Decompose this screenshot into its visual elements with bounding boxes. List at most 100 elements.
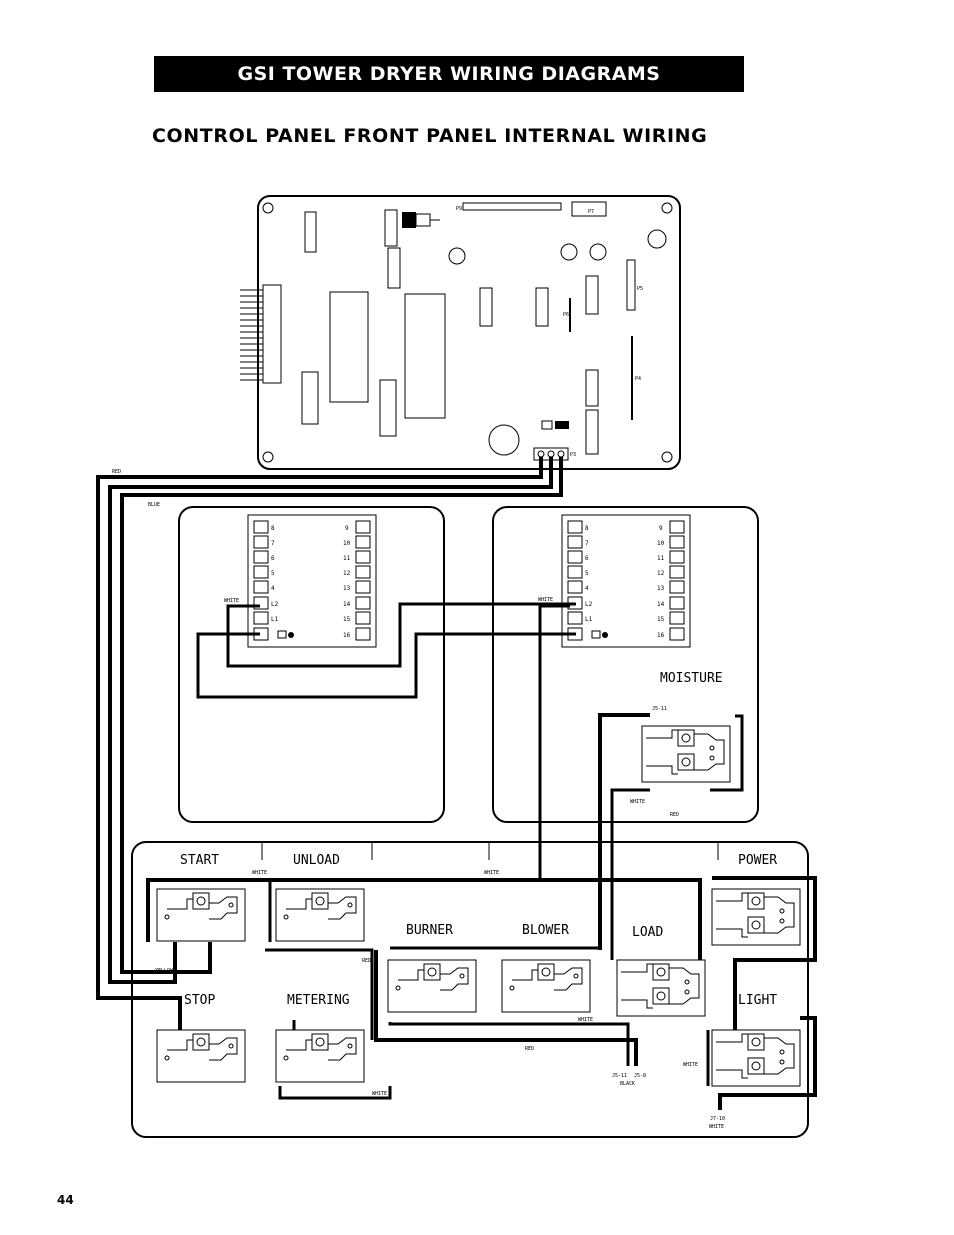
wire-label-white: WHITE (538, 597, 553, 603)
chip (301, 371, 319, 425)
wire-label-white: WHITE (630, 799, 645, 805)
wire-label-red: RED (112, 469, 121, 475)
terminal-4: 4 (585, 585, 589, 592)
chip (387, 247, 401, 289)
connector-label-p7: P7 (588, 209, 594, 215)
relay (402, 212, 416, 228)
terminal-strip-left: 8 7 6 5 4 L2 L1 9 10 11 12 13 14 15 16 (247, 514, 377, 648)
terminal-13: 13 (343, 585, 351, 592)
diagram-title: CONTROL PANEL FRONT PANEL INTERNAL WIRIN… (152, 125, 708, 147)
left-control-enclosure (178, 506, 445, 823)
terminal-11: 11 (657, 555, 665, 562)
terminal-16: 16 (343, 632, 351, 639)
battery (488, 424, 520, 456)
microcontroller-chip (329, 291, 369, 403)
wire-label-red: RED (362, 958, 371, 964)
wire-label-white: WHITE (224, 598, 239, 604)
wire-label-blue: BLUE (148, 502, 160, 508)
terminal-14: 14 (343, 601, 351, 608)
light-module (711, 1029, 801, 1087)
mounting-hole (262, 202, 274, 214)
edge-connector (262, 284, 282, 384)
terminal-6: 6 (271, 555, 275, 562)
light-label: LIGHT (738, 993, 777, 1008)
mounting-hole (661, 451, 673, 463)
terminal-4: 4 (271, 585, 275, 592)
potentiometer (560, 243, 578, 261)
terminal-7: 7 (271, 540, 275, 547)
terminal-13: 13 (657, 585, 665, 592)
wire-label-yellow: YELLOW (155, 968, 174, 974)
terminal-15: 15 (657, 616, 665, 623)
terminal-11: 11 (343, 555, 351, 562)
terminal-9: 9 (659, 525, 663, 532)
buzzer (647, 229, 667, 249)
mounting-hole (262, 451, 274, 463)
terminal-12: 12 (343, 570, 351, 577)
connector-label-p3: P3 (570, 452, 576, 458)
connector-label-p4: P4 (635, 376, 641, 382)
chip (384, 209, 398, 247)
connector-p9 (462, 202, 562, 211)
potentiometer (589, 243, 607, 261)
chip (304, 211, 317, 253)
start-label: START (180, 853, 219, 868)
mounting-hole (661, 202, 673, 214)
chip (479, 287, 493, 327)
wire-label-red: RED (670, 812, 679, 818)
section-banner: GSI TOWER DRYER WIRING DIAGRAMS (154, 56, 744, 92)
wire-label-white: WHITE (372, 1091, 387, 1097)
chip (535, 287, 549, 327)
wire-harness (96, 457, 817, 1110)
terminal-14: 14 (657, 601, 665, 608)
wire-label-white: WHITE (683, 1062, 698, 1068)
terminal-6: 6 (585, 555, 589, 562)
blower-switch (501, 959, 591, 1013)
terminal-l1: L1 (585, 616, 593, 623)
chip (585, 409, 599, 455)
terminal-5: 5 (585, 570, 589, 577)
terminal-16: 16 (657, 632, 665, 639)
connector-p7 (571, 201, 607, 217)
wire-label-j7-10: J7-10 (710, 1116, 725, 1122)
wire-label-white: WHITE (709, 1124, 724, 1130)
connector-label-p5: P5 (637, 286, 643, 292)
potentiometer (448, 247, 466, 265)
section-title: GSI TOWER DRYER WIRING DIAGRAMS (237, 63, 661, 85)
burner-switch (387, 959, 477, 1013)
connector-label-p9: P9 (456, 206, 462, 212)
stop-switch (156, 1029, 246, 1083)
burner-label: BURNER (406, 923, 453, 938)
connector-label-p6: P6 (563, 312, 569, 318)
ground-screw (602, 632, 608, 638)
start-switch (156, 888, 246, 942)
terminal-12: 12 (657, 570, 665, 577)
terminal-l1: L1 (271, 616, 279, 623)
terminal-7: 7 (585, 540, 589, 547)
unload-switch (275, 888, 365, 942)
power-label: POWER (738, 853, 777, 868)
wire-label-j5-11: J5-11 (652, 706, 667, 712)
terminal-l2: L2 (585, 601, 593, 608)
terminal-10: 10 (657, 540, 665, 547)
terminal-l2: L2 (271, 601, 279, 608)
terminal-8: 8 (585, 525, 589, 532)
wire-label-white: WHITE (484, 870, 499, 876)
terminal-9: 9 (345, 525, 349, 532)
terminal-5: 5 (271, 570, 275, 577)
unload-label: UNLOAD (293, 853, 340, 868)
stop-label: STOP (184, 993, 215, 1008)
moisture-label: MOISTURE (660, 671, 723, 686)
wire-label-red: RED (525, 1046, 534, 1052)
metering-label: METERING (287, 993, 350, 1008)
chip (585, 369, 599, 407)
connector-p5 (626, 259, 636, 311)
terminal-15: 15 (343, 616, 351, 623)
terminal-strip-right: 8 7 6 5 4 L2 L1 9 10 11 12 13 14 15 16 (561, 514, 691, 648)
ground-screw (288, 632, 294, 638)
wire-label-white: WHITE (578, 1017, 593, 1023)
page-number: 44 (57, 1193, 74, 1207)
wire-label-black: BLACK (620, 1081, 635, 1087)
terminal-8: 8 (271, 525, 275, 532)
